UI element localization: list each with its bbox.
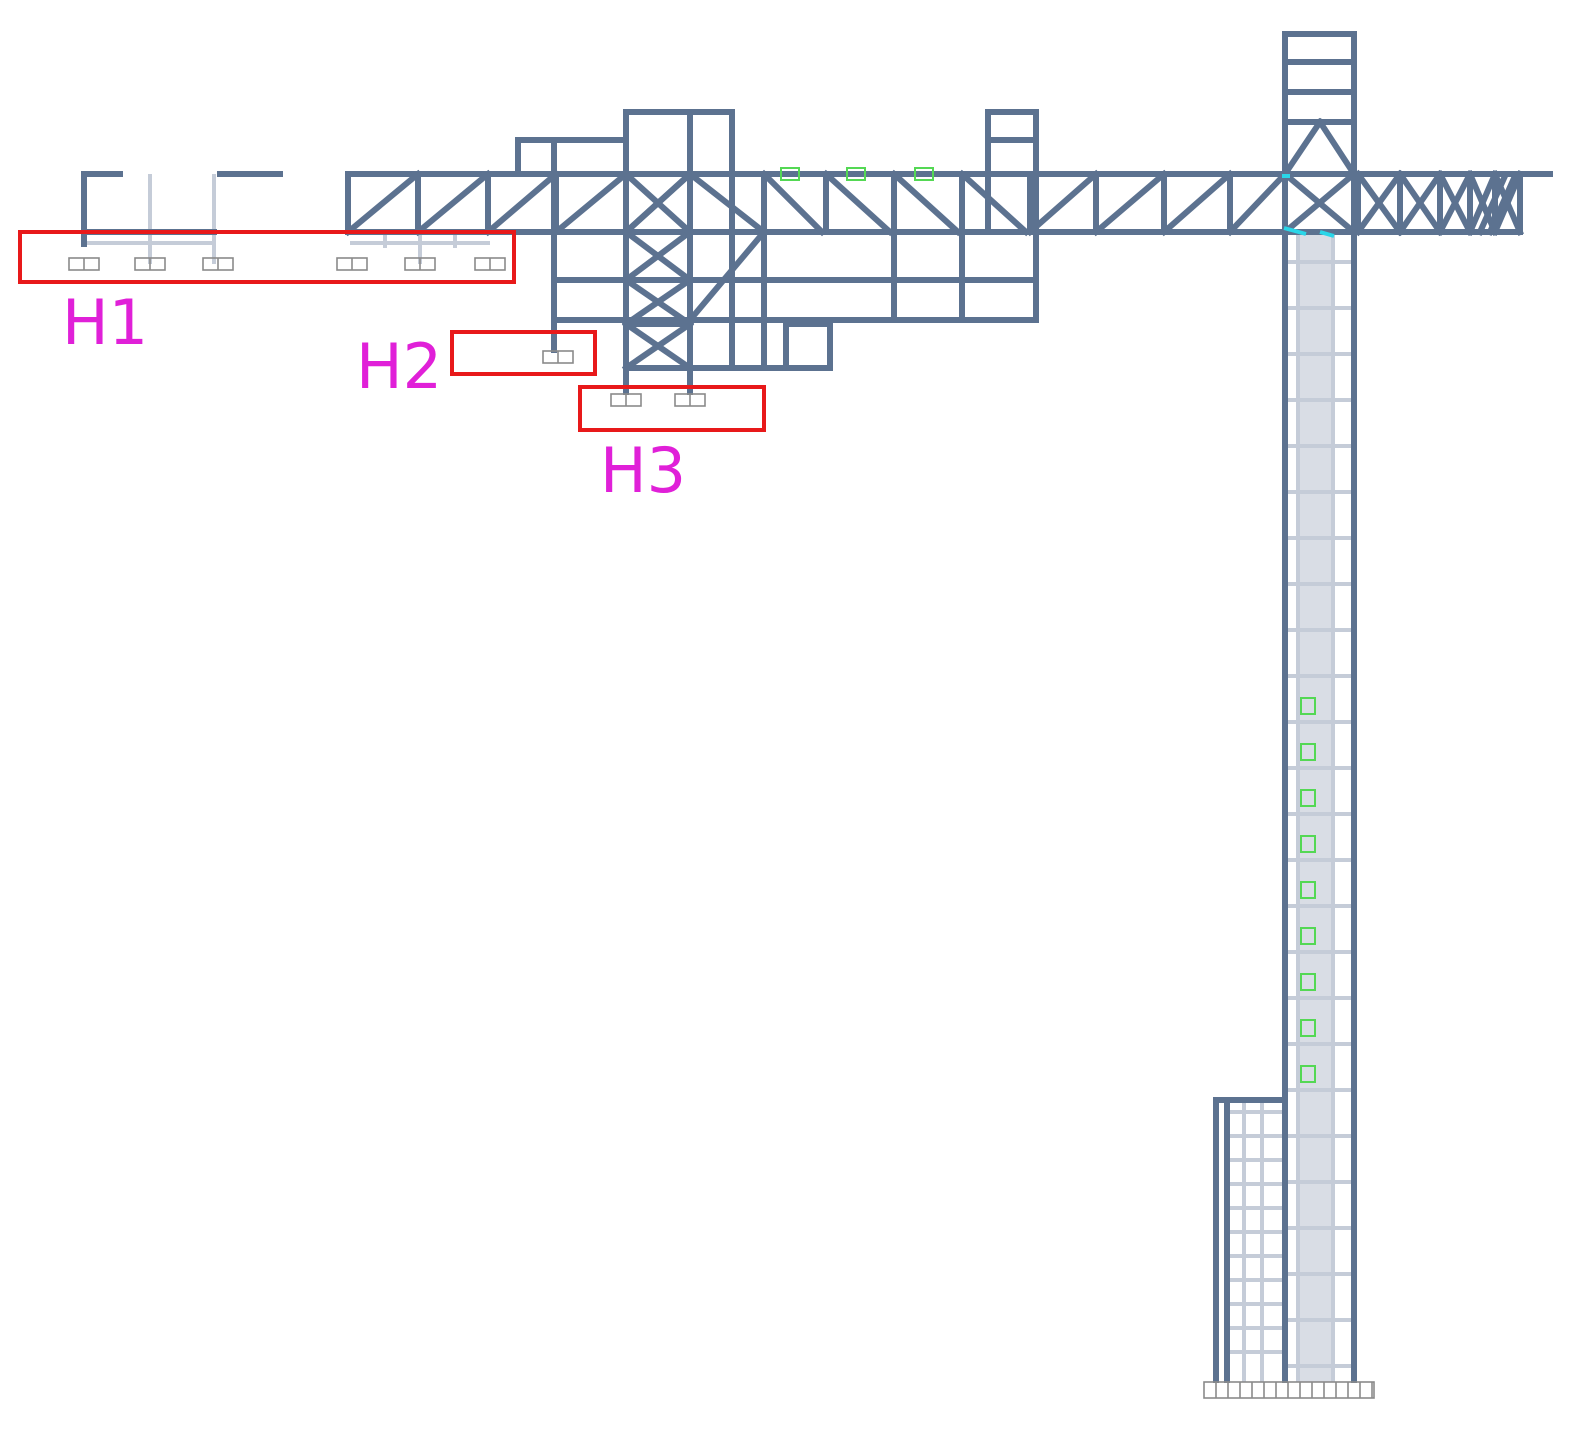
green-node: [1300, 1019, 1316, 1037]
jib-diagonal: [483, 169, 561, 237]
green-node: [1300, 835, 1316, 853]
green-node: [780, 167, 800, 181]
cyan-node: [1319, 230, 1335, 238]
green-node: [1300, 927, 1316, 945]
tower-diagonal: [621, 227, 695, 285]
tower-diagonal: [685, 169, 769, 237]
highlight-boxes: [18, 230, 766, 432]
counter-jib-diagonal: [1353, 169, 1405, 237]
counter-jib-diagonal: [1486, 172, 1519, 236]
tower-diagonal: [621, 275, 695, 329]
node-markers-green: [780, 167, 1316, 1083]
mast-head-diagonal: [1280, 169, 1359, 237]
cyan-node: [1283, 226, 1307, 236]
green-node: [846, 167, 866, 181]
main-structural-members: [81, 31, 1553, 1383]
green-node: [1300, 881, 1316, 899]
highlight-box-h2: [450, 330, 597, 376]
jib-diagonal: [1025, 169, 1101, 237]
jib-diagonal: [413, 169, 493, 237]
highlight-box-h1: [18, 230, 516, 284]
green-node: [1300, 697, 1316, 715]
green-node: [1300, 1065, 1316, 1083]
jib-diagonal: [821, 169, 895, 237]
counter-jib-diagonal: [1476, 172, 1509, 236]
node-markers-cyan: [1282, 174, 1335, 238]
counter-jib-diagonal: [1491, 170, 1524, 236]
green-node: [1300, 789, 1316, 807]
support-symbols: [68, 257, 1375, 1399]
tower-diagonal: [621, 169, 695, 237]
jib-diagonal: [1091, 169, 1169, 237]
tower-diagonal: [685, 227, 769, 325]
counter-jib-diagonal: [1435, 169, 1475, 237]
jib-diagonal: [957, 169, 1031, 237]
jib-diagonal: [889, 169, 963, 237]
label-h1: H1: [62, 286, 148, 359]
label-h3: H3: [600, 434, 686, 507]
counter-jib-diagonal: [1395, 169, 1445, 237]
highlight-box-h3: [578, 385, 766, 432]
jib-diagonal: [343, 169, 423, 237]
mast-head-diagonal: [1315, 117, 1359, 179]
green-node: [914, 167, 934, 181]
base-support-row: [1203, 1381, 1375, 1399]
counter-jib-diagonal: [1466, 170, 1499, 236]
green-node: [1300, 973, 1316, 991]
label-h2: H2: [356, 330, 442, 403]
callout-labels: H1 H2 H3: [62, 286, 686, 507]
jib-diagonal: [551, 169, 631, 237]
jib-diagonal: [1225, 169, 1290, 237]
jib-diagonal: [1159, 169, 1235, 237]
mast-head-diagonal: [1280, 117, 1325, 179]
secondary-members: [82, 174, 1356, 1382]
jib-diagonal: [759, 169, 827, 237]
green-node: [1300, 743, 1316, 761]
tower-diagonal: [621, 319, 695, 373]
